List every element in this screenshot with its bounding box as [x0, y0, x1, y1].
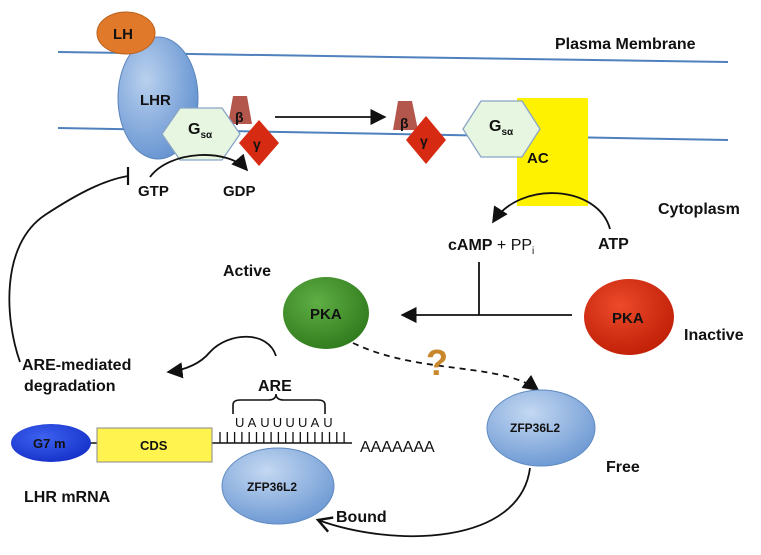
zfp36l2-free-label: ZFP36L2 [510, 421, 560, 435]
gs-alpha-label-right: Gsα [489, 118, 514, 138]
lhr-label: LHR [140, 92, 171, 109]
are-nucleotide: U [235, 415, 244, 430]
cytoplasm-label: Cytoplasm [658, 201, 740, 218]
cds-box [96, 427, 213, 463]
are-nucleotide: A [311, 415, 320, 430]
gamma-label-right: γ [420, 133, 428, 149]
gs-alpha-left [161, 107, 241, 161]
g7m-cap [11, 424, 91, 462]
are-nucleotide: U [260, 415, 269, 430]
beta-label-right: β [400, 115, 409, 131]
zfp36l2-free [486, 389, 596, 467]
zfp36l2-bound-label: ZFP36L2 [247, 480, 297, 494]
gamma-subunit-right [406, 116, 446, 164]
gtp-gdp-arrow [149, 153, 249, 178]
are-nucleotide: U [285, 415, 294, 430]
are-nucleotide: U [273, 415, 282, 430]
pka-active-label: PKA [310, 306, 342, 323]
are-brace [232, 393, 326, 414]
gs-alpha-right [462, 100, 541, 158]
free-label: Free [606, 459, 640, 476]
mrna-ticks [219, 432, 345, 443]
gamma-subunit-left [239, 120, 279, 166]
are-nucleotide: A [248, 415, 257, 430]
ac-label: AC [527, 150, 549, 167]
gs-alpha-label-left: Gsα [188, 121, 213, 141]
zfp36l2-bound [221, 447, 335, 525]
atp-label: ATP [598, 236, 629, 253]
are-degradation-arrow [166, 335, 277, 379]
pka-inactive-label: PKA [612, 310, 644, 327]
lh-hormone [96, 11, 156, 55]
are-label: ARE [258, 378, 292, 395]
lh-label: LH [113, 26, 133, 43]
camp-label: cAMP + PPi [448, 237, 534, 257]
bound-label: Bound [336, 509, 387, 526]
beta-subunit-right [393, 101, 418, 130]
lhr-mrna-label: LHR mRNA [24, 489, 111, 506]
pka-inactive [584, 279, 674, 355]
degradation-label: degradation [24, 378, 116, 395]
free-to-bound-arrow [315, 467, 531, 538]
polya-tail: AAAAAAA [360, 439, 435, 456]
active-label: Active [223, 263, 271, 280]
inhibition-loop [8, 175, 129, 363]
cds-label: CDS [140, 438, 168, 453]
pka-to-zfp-dashed-arrow [352, 342, 540, 391]
are-nucleotide: U [323, 415, 332, 430]
atp-to-camp-arrow [492, 192, 611, 230]
gdp-label: GDP [223, 183, 256, 200]
beta-label-left: β [235, 109, 244, 125]
question-mark: ? [426, 342, 448, 383]
g7m-label: G7 m [33, 436, 66, 451]
are-mediated-label: ARE-mediated [22, 357, 131, 374]
beta-subunit-left [228, 96, 252, 124]
pka-active [283, 277, 369, 349]
gtp-label: GTP [138, 183, 169, 200]
plasma-membrane-label: Plasma Membrane [555, 36, 696, 53]
gamma-label-left: γ [253, 136, 261, 152]
inactive-label: Inactive [684, 327, 744, 344]
are-nucleotide: U [298, 415, 307, 430]
